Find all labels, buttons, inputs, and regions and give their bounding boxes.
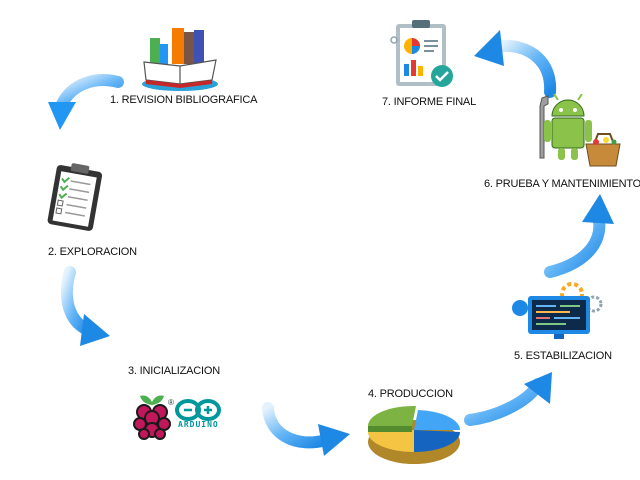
step-3-label: 3. INICIALIZACION bbox=[128, 365, 220, 377]
step-6-label: 6. PRUEBA Y MANTENIMIENTO bbox=[484, 178, 640, 190]
step-2-label: 2. EXPLORACION bbox=[48, 246, 137, 258]
arrow-6-to-7 bbox=[474, 30, 557, 98]
android-toolbox-icon bbox=[534, 93, 626, 177]
report-clipboard-icon bbox=[386, 18, 462, 97]
arrow-2-to-3 bbox=[60, 266, 110, 346]
clipboard-checklist-icon bbox=[44, 162, 106, 237]
monitor-gears-icon bbox=[510, 282, 606, 347]
arrow-3-to-4 bbox=[262, 402, 350, 456]
pie-chart-icon bbox=[362, 402, 466, 473]
step-5-label: 5. ESTABILIZACION bbox=[514, 350, 612, 362]
arrow-1-to-2 bbox=[48, 74, 124, 130]
step-7-label: 7. INFORME FINAL bbox=[382, 96, 476, 108]
arduino-logo-icon: ® ARDUINO bbox=[168, 396, 228, 437]
step-4-label: 4. PRODUCCION bbox=[368, 388, 453, 400]
books-icon bbox=[138, 26, 220, 97]
arrow-4-to-5 bbox=[464, 372, 552, 426]
arduino-text: ARDUINO bbox=[178, 420, 219, 429]
step-1-label: 1. REVISION BIBLIOGRAFICA bbox=[110, 94, 258, 106]
arrow-5-to-6 bbox=[544, 194, 614, 278]
svg-text:®: ® bbox=[168, 398, 174, 407]
raspberry-pi-icon bbox=[126, 390, 178, 447]
